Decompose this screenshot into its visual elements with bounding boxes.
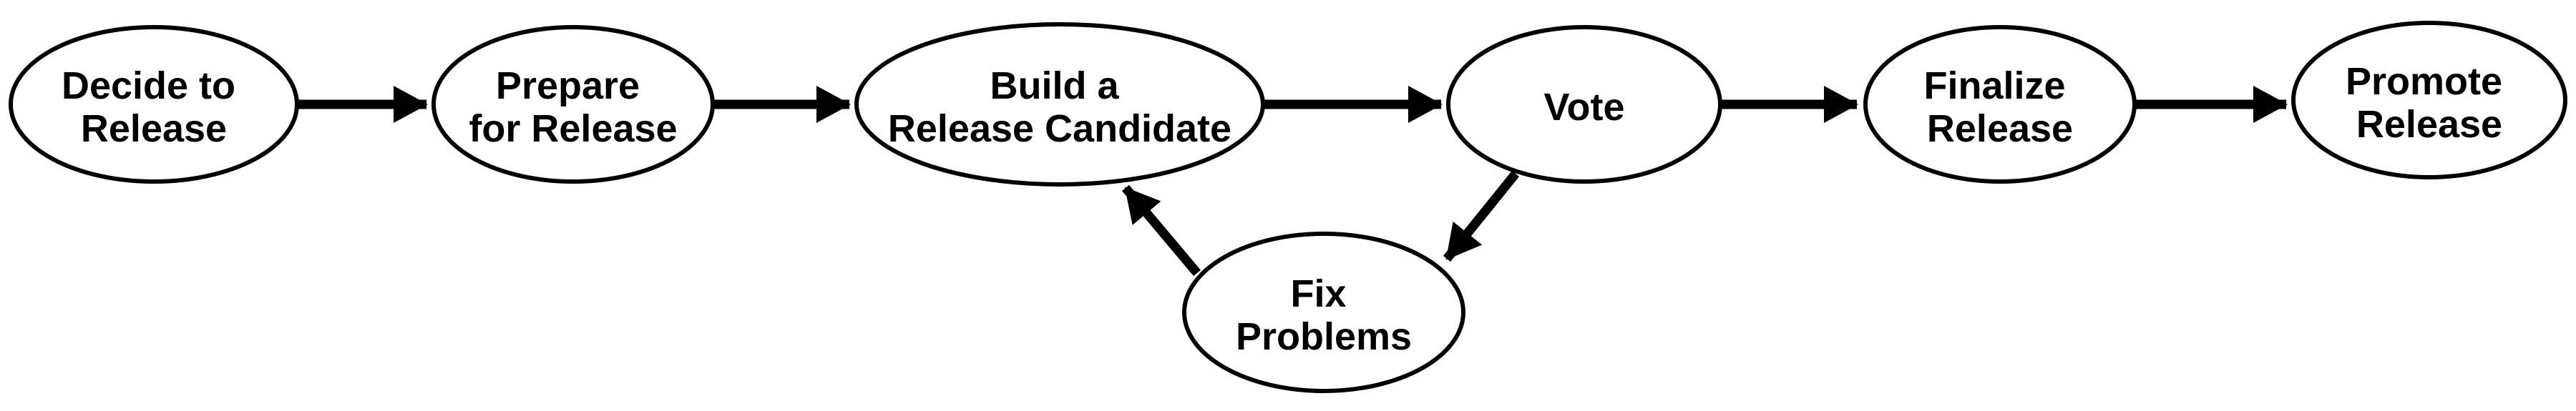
node-label-line: Prepare	[496, 64, 640, 107]
edge-vote-to-fix-problems	[1443, 170, 1520, 262]
node-label-line: Fix	[1290, 272, 1346, 315]
edge-fix-problems-to-build	[1122, 184, 1201, 277]
node-label: Vote	[1543, 86, 1624, 129]
node-label-line: Release	[2356, 103, 2502, 146]
node-label: Fix Problems	[1236, 272, 1412, 358]
node-label-line: Problems	[1236, 315, 1412, 358]
node-label: Decide to Release	[62, 64, 246, 150]
node-promote-release: Promote Release	[2291, 21, 2567, 179]
node-label-line: for Release	[469, 107, 677, 150]
node-ellipse	[854, 22, 1265, 187]
node-label: Prepare for Release	[469, 64, 677, 150]
node-label: Finalize Release	[1923, 64, 2076, 150]
node-ellipse	[431, 25, 715, 184]
node-ellipse	[2291, 21, 2567, 179]
node-label-line: Release Candidate	[888, 107, 1231, 150]
node-label-line: Release	[1927, 107, 2073, 150]
node-label-line: Promote	[2346, 60, 2502, 103]
node-build-a-release-candidate: Build a Release Candidate	[854, 22, 1265, 187]
node-ellipse	[1863, 25, 2137, 184]
node-label-line: Finalize	[1923, 64, 2065, 107]
node-label: Build a Release Candidate	[888, 64, 1231, 150]
node-vote: Vote	[1446, 25, 1722, 184]
node-finalize-release: Finalize Release	[1863, 25, 2137, 184]
node-fix-problems: Fix Problems	[1182, 232, 1465, 393]
node-label-line: Vote	[1543, 86, 1624, 129]
node-ellipse	[9, 25, 299, 184]
node-prepare-for-release: Prepare for Release	[431, 25, 715, 184]
edges	[298, 86, 2288, 277]
node-ellipse	[1182, 232, 1465, 393]
node-ellipse	[1446, 25, 1722, 184]
node-label-line: Build a	[990, 64, 1119, 107]
node-decide-to-release: Decide to Release	[9, 25, 299, 184]
node-label: Promote Release	[2346, 60, 2513, 146]
node-label-line: Release	[81, 107, 227, 150]
node-label-line: Decide to	[62, 64, 235, 107]
